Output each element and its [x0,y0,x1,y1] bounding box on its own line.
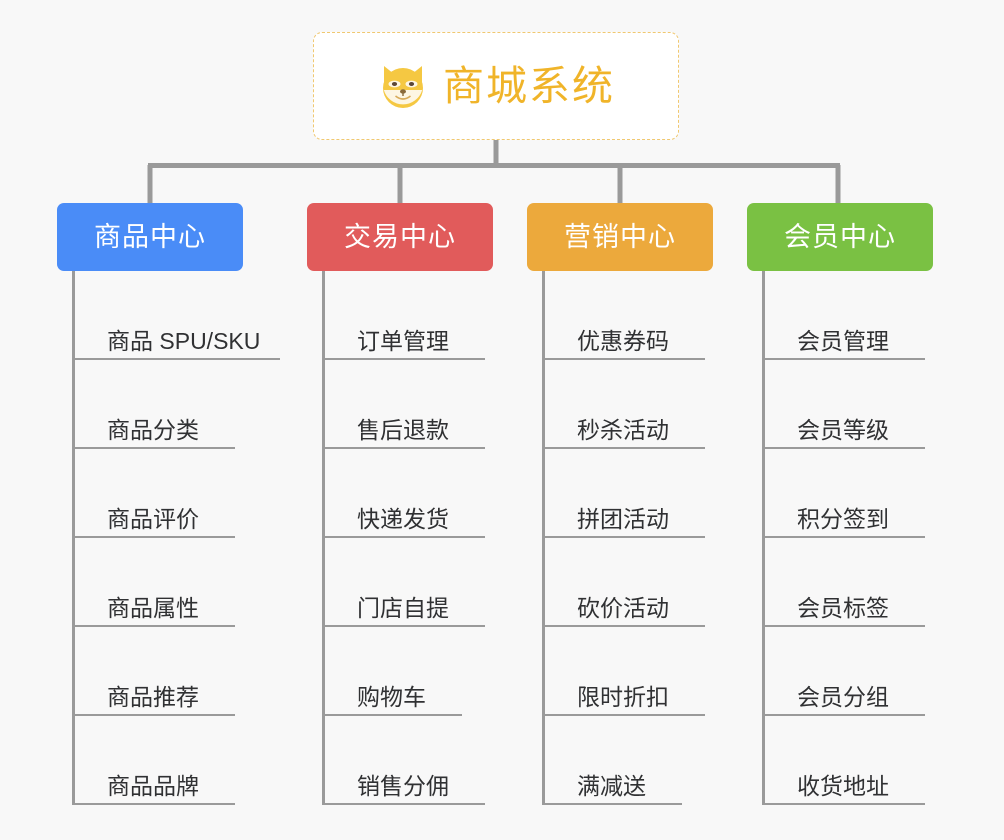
list-item[interactable]: 商品评价 [72,449,315,538]
list-item-label: 购物车 [357,683,426,710]
column-header-marketing-center[interactable]: 营销中心 [527,203,713,271]
list-item-rule [322,447,485,449]
root-title: 商城系统 [443,62,615,109]
list-item-rule [542,714,705,716]
list-item[interactable]: 商品属性 [72,538,315,627]
column-items-product-center: 商品 SPU/SKU 商品分类 商品评价 商品属性 商品推荐 [72,271,315,805]
list-item[interactable]: 砍价活动 [542,538,785,627]
list-item[interactable]: 销售分佣 [322,716,565,805]
column-trade-center: 交易中心 订单管理 售后退款 快递发货 门店自提 [307,203,493,805]
column-header-trade-center[interactable]: 交易中心 [307,203,493,271]
list-item-label: 会员管理 [797,327,889,354]
list-item-label: 门店自提 [357,594,449,621]
column-marketing-center: 营销中心 优惠券码 秒杀活动 拼团活动 砍价活动 [527,203,713,805]
list-item-label: 拼团活动 [577,505,669,532]
list-item-label: 优惠券码 [577,327,669,354]
list-item[interactable]: 门店自提 [322,538,565,627]
list-item-label: 积分签到 [797,505,889,532]
list-item[interactable]: 满减送 [542,716,785,805]
list-item-label: 销售分佣 [357,772,449,799]
list-item[interactable]: 商品 SPU/SKU [72,271,315,360]
list-item-label: 砍价活动 [577,594,669,621]
list-item-rule [72,803,235,805]
column-header-label: 商品中心 [94,221,206,252]
list-item-label: 商品 SPU/SKU [107,327,261,354]
list-item-label: 商品评价 [107,505,199,532]
list-item[interactable]: 优惠券码 [542,271,785,360]
list-item-label: 售后退款 [357,416,449,443]
list-item-label: 会员标签 [797,594,889,621]
column-items-marketing-center: 优惠券码 秒杀活动 拼团活动 砍价活动 限时折扣 [542,271,785,805]
list-item-rule [72,536,235,538]
column-header-member-center[interactable]: 会员中心 [747,203,933,271]
list-item[interactable]: 收货地址 [762,716,1004,805]
list-item-rule [762,625,925,627]
list-item[interactable]: 订单管理 [322,271,565,360]
shiba-dog-face-icon [377,60,429,112]
list-item[interactable]: 购物车 [322,627,565,716]
list-item-rule [762,803,925,805]
list-item-rule [762,536,925,538]
list-item-label: 秒杀活动 [577,416,669,443]
column-header-label: 会员中心 [784,221,896,252]
list-item-label: 快递发货 [357,505,449,532]
list-item-rule [322,358,485,360]
root-node-mall-system[interactable]: 商城系统 [313,32,679,140]
list-item-label: 商品分类 [107,416,199,443]
list-item-rule [72,358,280,360]
list-item[interactable]: 拼团活动 [542,449,785,538]
list-item-label: 商品推荐 [107,683,199,710]
list-item-rule [762,714,925,716]
list-item-rule [72,714,235,716]
list-item-rule [542,803,682,805]
list-item[interactable]: 会员标签 [762,538,1004,627]
list-item-rule [322,625,485,627]
list-item-rule [322,714,462,716]
column-header-label: 交易中心 [344,221,456,252]
list-item-label: 会员分组 [797,683,889,710]
list-item-rule [762,447,925,449]
column-items-trade-center: 订单管理 售后退款 快递发货 门店自提 购物车 [322,271,565,805]
list-item[interactable]: 会员分组 [762,627,1004,716]
list-item[interactable]: 会员等级 [762,360,1004,449]
list-item[interactable]: 积分签到 [762,449,1004,538]
list-item[interactable]: 限时折扣 [542,627,785,716]
list-item-rule [542,358,705,360]
list-item[interactable]: 商品品牌 [72,716,315,805]
list-item-label: 商品品牌 [107,772,199,799]
list-item-rule [72,625,235,627]
list-item-rule [322,803,485,805]
list-item[interactable]: 商品推荐 [72,627,315,716]
list-item-rule [542,447,705,449]
list-item-rule [72,447,235,449]
column-member-center: 会员中心 会员管理 会员等级 积分签到 会员标签 [747,203,933,805]
list-item-label: 收货地址 [797,772,889,799]
list-item-label: 会员等级 [797,416,889,443]
list-item-rule [762,358,925,360]
list-item-label: 限时折扣 [577,683,669,710]
list-item-rule [322,536,485,538]
list-item-label: 订单管理 [357,327,449,354]
list-item[interactable]: 秒杀活动 [542,360,785,449]
list-item-rule [542,536,705,538]
column-header-product-center[interactable]: 商品中心 [57,203,243,271]
list-item[interactable]: 快递发货 [322,449,565,538]
list-item-label: 满减送 [577,772,646,799]
column-header-label: 营销中心 [564,221,676,252]
list-item[interactable]: 会员管理 [762,271,1004,360]
list-item[interactable]: 售后退款 [322,360,565,449]
columns-container: 商品中心 商品 SPU/SKU 商品分类 商品评价 商品属性 [0,203,1004,840]
list-item-label: 商品属性 [107,594,199,621]
column-product-center: 商品中心 商品 SPU/SKU 商品分类 商品评价 商品属性 [57,203,280,805]
column-items-member-center: 会员管理 会员等级 积分签到 会员标签 会员分组 [762,271,1004,805]
list-item-rule [542,625,705,627]
list-item[interactable]: 商品分类 [72,360,315,449]
